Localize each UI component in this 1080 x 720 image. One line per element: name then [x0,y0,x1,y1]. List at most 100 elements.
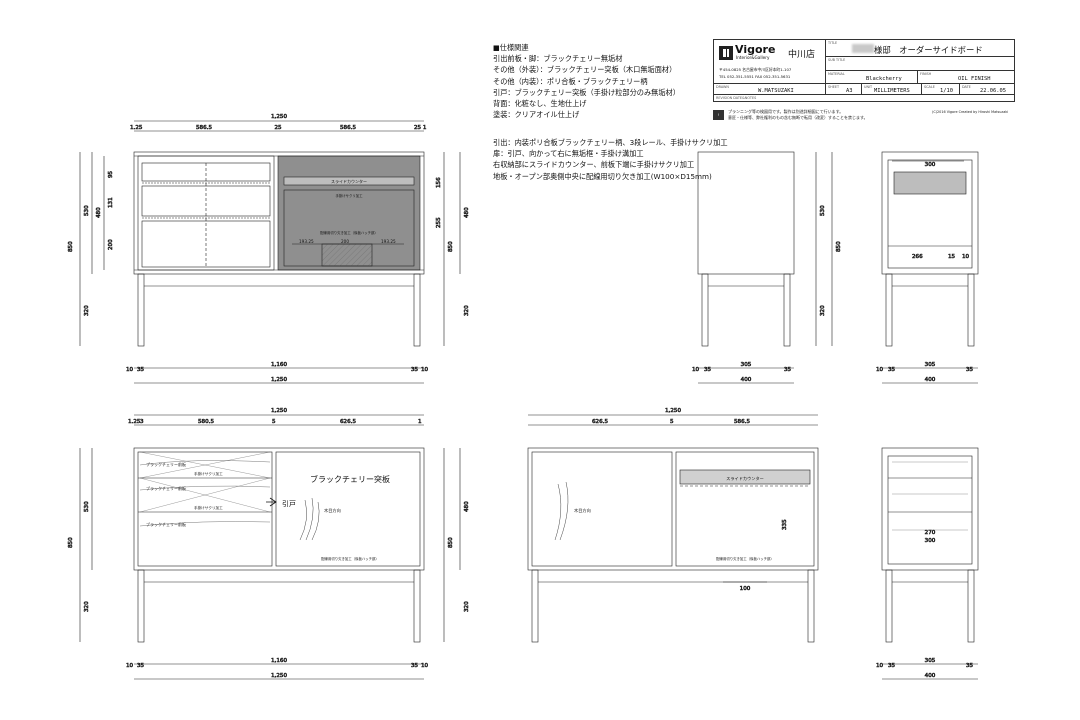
dim-label: 626.5 [592,419,608,425]
dim-label: 10 [692,367,700,373]
dim-label: 480 [464,207,470,218]
front-view-open: 1,250 1.25 586.5 25 586.5 25 1 スライドカウンター [68,114,470,384]
front-view-door-open: 1,250 626.5 5 586.5 スライドカウンター 木目方向 配線用切り… [527,408,819,643]
redacted-name [852,44,874,53]
dim-label: 530 [820,205,826,216]
dim-label: 586.5 [196,125,212,131]
inner-span: 193.25 [299,239,314,244]
dim-label: 586.5 [734,419,750,425]
dim-label: 200 [108,239,114,250]
shop-name: 中川店 [788,50,816,60]
dim-label: 10 [126,367,134,373]
spec-line: 塗装：クリアオイル仕上げ [493,110,580,120]
spec-heading: ■仕様関連 [493,43,529,52]
dim-label: 10 [126,663,134,669]
logo-name: Vigore [735,43,776,56]
sliding-door-label: 引戸 [282,499,296,508]
drawn-cell: DRAWN W.MATSUZAKI [714,84,826,95]
dim-overall-width: 1,250 [271,377,287,383]
dim-label: 95 [108,170,114,178]
dim-label: 10 [876,663,884,669]
scale-cell: SCALE 1/10 [922,84,960,95]
dim-label: 35 [966,663,974,669]
logo-cell: Vigore Interior&Gallery 中川店 〒454-0825 名古… [714,40,826,84]
dim-label: 35 [888,663,896,669]
title-block: Vigore Interior&Gallery 中川店 〒454-0825 名古… [713,39,1015,102]
dim-label: 1,250 [271,408,287,414]
dim-label: 1 [418,419,422,425]
dim-label: 10 [876,367,884,373]
title-cell: TITLE 様邸 オーダーサイドボード [826,40,1014,57]
dim-label: 320 [820,305,826,316]
dim-label: 305 [925,362,936,368]
copyright: (C)2016 Vigore Created by Hiroshi Matsuz… [932,110,1009,114]
slide-counter-label: スライドカウンター [726,475,764,482]
dim-height-body: 530 [84,205,90,216]
drawer-label: ブラックチェリー前板 [146,485,186,491]
dim-label: 35 [137,367,145,373]
dim-label: 35 [888,367,896,373]
dim-label: 270 [925,530,936,536]
side-section-drawers: 270 300 10 35 305 35 400 [876,447,979,680]
dim-label: 400 [925,673,936,679]
spec-line: その他（内装）：ポリ合板・ブラックチェリー柄 [493,76,648,86]
inner-span: 200 [341,239,349,244]
dim-label: 10 [421,367,429,373]
dim-label: 1,160 [271,658,287,664]
dim-label: 35 [704,367,712,373]
dim-label: 15 [948,254,956,260]
drawing-title: 様邸 オーダーサイドボード [874,45,983,55]
grain-label: 木目方向 [574,507,591,514]
dim-label: 5 [272,419,276,425]
dim-label: 25 1 [414,125,427,131]
dim-label: 131 [108,197,114,208]
dim-label: 1,250 [665,408,681,414]
spec-line: 引出：内装ポリ合板ブラックチェリー柄、3段レール、手掛けサクリ加工 [493,138,728,147]
dim-label: 850 [448,537,454,548]
dim-label: 580.5 [198,419,214,425]
date-cell: DATE 22.06.05 [960,84,1014,95]
dim-label: 626.5 [340,419,356,425]
cutout-label: 配線用切り欠き加工（後板ハッチ部） [321,556,379,561]
dim-label: 3 [140,419,144,425]
side-section: 300 266 15 10 10 35 305 35 400 [876,151,979,384]
slide-counter-label: スライドカウンター [331,178,367,184]
dim-label: 586.5 [340,125,356,131]
dim-label: 156 [436,177,442,188]
note-icon: ! [713,110,724,120]
unit-cell: UNIT MILLIMETERS [862,84,922,95]
dim-height-total: 850 [448,241,454,252]
dim-label: 35 [137,663,145,669]
grain-label: 木目方向 [324,507,341,514]
dim-label: 335 [782,519,788,530]
dim-label: 266 [912,254,923,260]
spec-line: 背面：化粧なし、生地仕上げ [493,98,587,108]
groove-label: 手掛けサクリ加工 [335,193,363,198]
dim-label: 305 [741,362,752,368]
finish-cell: FINISH OIL FINISH [918,71,1014,84]
spec-notes-2: 引出：内装ポリ合板ブラックチェリー柄、3段レール、手掛けサクリ加工 扉：引戸、向… [493,137,728,182]
dim-label: 530 [84,501,90,512]
spec-line: 右収納部にスライドカウンター、前板下端に手掛けサクリ加工 [493,160,695,170]
shop-address: 〒454-0825 名古屋市中川区好本町1-107 [719,67,792,72]
groove-label: 手掛けサクリ加工 [194,471,223,476]
spec-notes: ■仕様関連 引出前板・脚：ブラックチェリー無垢材 その他（外装）：ブラックチェリ… [493,42,680,120]
dim-cutout: 100 [740,586,751,592]
dim-label: 10 [421,663,429,669]
inner-span: 193.25 [381,239,396,244]
veneer-label: ブラックチェリー突板 [310,474,390,484]
dim-label: 320 [84,601,90,612]
dim-label: 35 [966,367,974,373]
dim-label: 400 [925,377,936,383]
subtitle-cell: SUB TITLE [826,57,1014,71]
logo-sub: Interior&Gallery [736,55,770,60]
spec-line: 引戸：ブラックチェリー突板（手掛け粒部分のみ無垢材） [493,87,680,97]
dim-overall-width: 1,250 [271,114,287,120]
drawer-label: ブラックチェリー前板 [146,521,186,527]
dim-label: 35 [784,367,792,373]
revision-cell: REVISION DATE&NOTES [716,96,757,100]
dim-label: 850 [68,537,74,548]
dim-label: 300 [925,538,936,544]
